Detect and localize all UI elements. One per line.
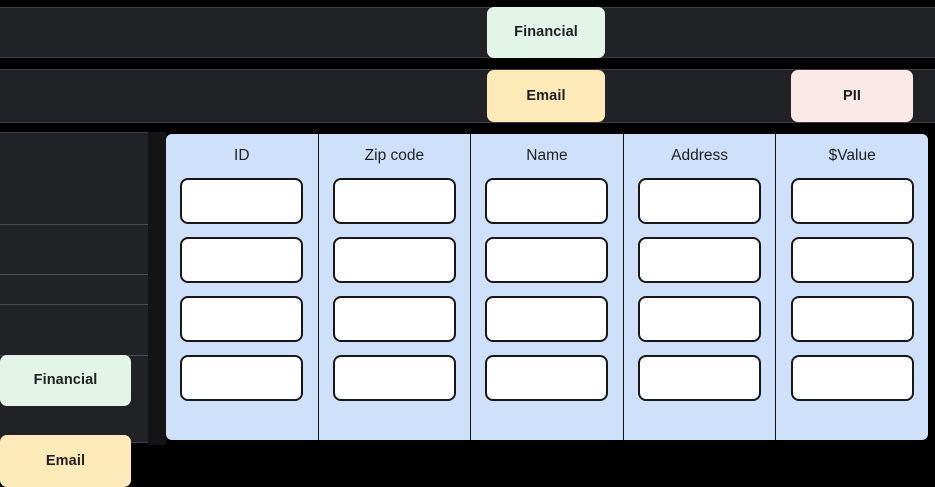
tag-row-1 [0, 7, 935, 58]
table-cell[interactable] [638, 178, 762, 224]
column-header-value: $Value [828, 147, 876, 164]
sidebar-table-gutter [148, 132, 166, 445]
table-column-address: Address [622, 134, 776, 440]
tag-chip-email[interactable]: Email [487, 70, 605, 122]
table-column-value: $Value [775, 134, 928, 440]
table-cell[interactable] [332, 237, 456, 283]
column-header-address: Address [671, 147, 729, 164]
sidebar-item-financial[interactable]: Financial [0, 355, 131, 406]
column-cells-zip-code [319, 178, 471, 401]
table-column-id: ID [166, 134, 318, 440]
table-cell[interactable] [638, 296, 762, 342]
sidebar-band-email [0, 304, 148, 356]
sidebar-band-financial [0, 224, 148, 275]
column-header-name: Name [526, 147, 568, 164]
table-cell[interactable] [790, 237, 914, 283]
table-cell[interactable] [180, 178, 304, 224]
tag-row-2 [0, 69, 935, 123]
column-header-id: ID [234, 147, 250, 164]
table-cell[interactable] [332, 178, 456, 224]
table-cell[interactable] [790, 296, 914, 342]
column-header-zip-code: Zip code [364, 147, 425, 164]
table-cell[interactable] [332, 296, 456, 342]
table-cell[interactable] [180, 355, 304, 401]
table-column-name: Name [470, 134, 623, 440]
column-cells-id [166, 178, 318, 401]
sidebar-item-email[interactable]: Email [0, 435, 131, 487]
column-cells-value [776, 178, 928, 401]
table-cell[interactable] [180, 296, 304, 342]
table-cell[interactable] [790, 178, 914, 224]
table-cell[interactable] [485, 355, 609, 401]
table-cell[interactable] [638, 355, 762, 401]
tag-mapping-screen: Financial Email PII Financial Email ID [0, 7, 935, 487]
table-cell[interactable] [790, 355, 914, 401]
lower-section: Financial Email ID Zip code [0, 132, 935, 487]
table-cell[interactable] [485, 296, 609, 342]
tag-chip-financial[interactable]: Financial [487, 7, 605, 58]
table-column-zip-code: Zip code [317, 134, 471, 440]
table-cell[interactable] [180, 237, 304, 283]
table-cell[interactable] [485, 178, 609, 224]
column-cells-name [471, 178, 623, 401]
tag-chip-pii[interactable]: PII [791, 70, 913, 122]
column-cells-address [624, 178, 776, 401]
table-cell[interactable] [638, 237, 762, 283]
data-table: ID Zip code Name [166, 134, 928, 440]
table-cell[interactable] [485, 237, 609, 283]
table-cell[interactable] [332, 355, 456, 401]
